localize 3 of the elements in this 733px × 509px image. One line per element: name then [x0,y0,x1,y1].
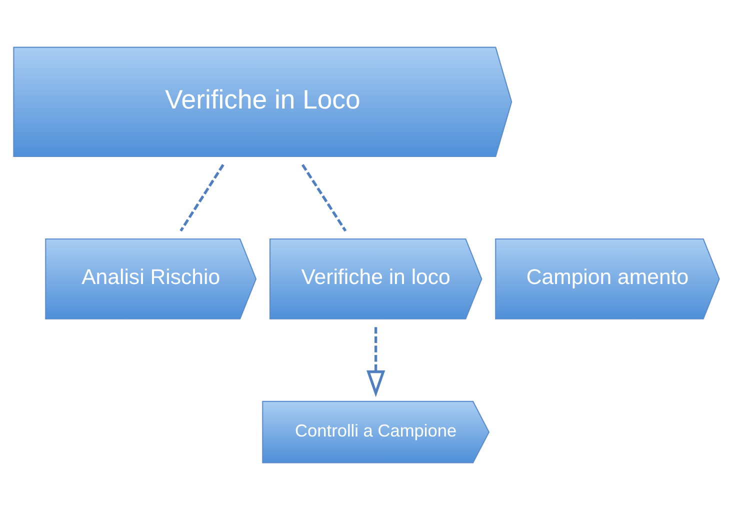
connector [180,164,224,232]
arrow [366,326,386,397]
connector [301,164,347,232]
